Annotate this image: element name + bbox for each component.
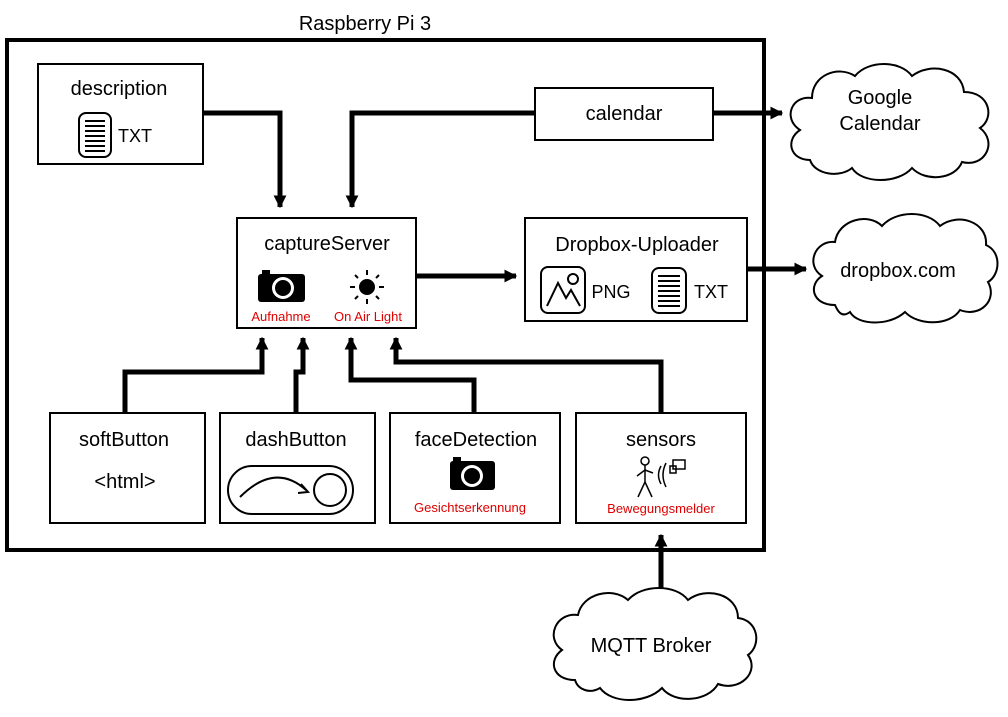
dashbutton-label: dashButton (245, 429, 346, 451)
mqtt-broker-label: MQTT Broker (591, 635, 712, 657)
captureserver-node: captureServer Aufnahme On Air Light (236, 217, 417, 329)
description-label: description (71, 78, 168, 100)
softbutton-content: <html> (94, 471, 155, 493)
sensors-node: sensors Bewegungsmelder (575, 412, 747, 524)
dropbox-uploader-label: Dropbox-Uploader (555, 234, 719, 256)
dashbutton-node: dashButton (219, 412, 376, 524)
diagram-title: Raspberry Pi 3 (299, 13, 431, 35)
arrow-calendar-to-captureserver (345, 110, 534, 209)
motion-sensor-icon (636, 456, 686, 498)
sun-icon (350, 270, 384, 304)
sensors-label: sensors (626, 429, 696, 451)
dropbox-cloud: dropbox.com (812, 213, 999, 324)
description-node: description TXT (37, 63, 204, 165)
image-file-icon (540, 266, 586, 314)
facedetection-caption: Gesichtserkennung (414, 500, 526, 515)
mqtt-broker-cloud: MQTT Broker (552, 587, 758, 701)
txt-label: TXT (694, 282, 728, 302)
arrow-dashbutton-to-captureserver (293, 336, 310, 412)
softbutton-node: softButton <html> (49, 412, 206, 524)
camera-caption: Aufnahme (251, 309, 310, 324)
captureserver-label: captureServer (264, 233, 390, 255)
facedetection-label: faceDetection (415, 429, 537, 451)
description-file-label: TXT (118, 126, 152, 146)
sensors-caption: Bewegungsmelder (607, 501, 715, 516)
dash-button-icon (227, 465, 354, 515)
arrow-softbutton-to-captureserver (122, 336, 269, 412)
text-file-icon (651, 267, 687, 314)
softbutton-label: softButton (79, 429, 169, 451)
camera-icon (258, 270, 305, 302)
facedetection-node: faceDetection Gesichtserkennung (389, 412, 561, 524)
calendar-label: calendar (586, 103, 663, 125)
arrow-facedetection-to-captureserver (344, 336, 477, 412)
google-calendar-line1: Google (848, 87, 913, 109)
png-label: PNG (591, 282, 630, 302)
light-caption: On Air Light (334, 309, 402, 324)
arrow-description-to-captureserver (203, 110, 287, 209)
camera-icon (450, 457, 495, 490)
text-file-icon (78, 112, 112, 158)
google-calendar-cloud: Google Calendar (789, 63, 990, 181)
calendar-node: calendar (534, 87, 714, 141)
dropbox-label: dropbox.com (840, 260, 956, 282)
raspberry-pi-container (5, 38, 766, 552)
google-calendar-line2: Calendar (839, 113, 921, 135)
dropbox-uploader-node: Dropbox-Uploader PNG TXT (524, 217, 748, 322)
arrow-sensors-to-captureserver (389, 336, 664, 412)
